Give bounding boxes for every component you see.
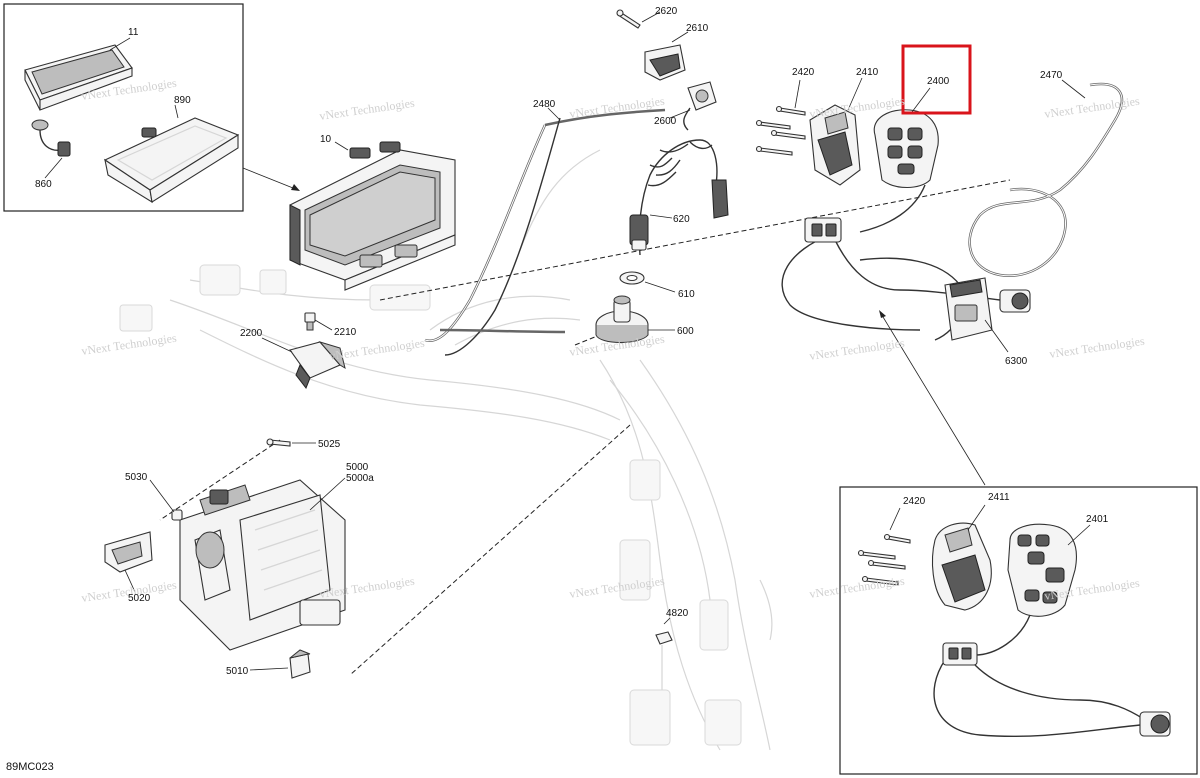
cover-890 bbox=[103, 117, 240, 204]
label-2600: 2600 bbox=[654, 116, 677, 127]
label-5010: 5010 bbox=[226, 666, 249, 677]
arrow-to-inset-2401 bbox=[879, 310, 986, 486]
bracket-2610 bbox=[644, 31, 689, 81]
part-labels: 11 890 860 10 2620 2610 2600 2480 620 61… bbox=[35, 6, 1109, 677]
watermark: vNext Technologies bbox=[80, 331, 177, 358]
watermark: vNext Technologies bbox=[568, 574, 665, 601]
highlight-box-2400 bbox=[901, 44, 972, 115]
label-2420-inset: 2420 bbox=[903, 496, 926, 507]
module-6300 bbox=[944, 277, 1009, 353]
label-2410: 2410 bbox=[856, 67, 879, 78]
label-2200: 2200 bbox=[240, 328, 263, 339]
watermark: vNext Technologies bbox=[808, 574, 905, 601]
label-4820: 4820 bbox=[666, 608, 689, 619]
inset-display-box bbox=[3, 3, 244, 212]
switch-assembly-2401 bbox=[933, 523, 1171, 738]
watermark: vNext Technologies bbox=[568, 94, 665, 121]
watermark: vNext Technologies bbox=[1043, 94, 1140, 121]
label-2400: 2400 bbox=[927, 76, 950, 87]
connector-860 bbox=[31, 119, 71, 157]
label-5030: 5030 bbox=[125, 472, 148, 483]
label-5020: 5020 bbox=[128, 593, 151, 604]
label-5000a: 5000a bbox=[346, 473, 374, 484]
washer-610 bbox=[619, 271, 676, 293]
label-890: 890 bbox=[174, 95, 191, 106]
harness-2470 bbox=[968, 79, 1124, 278]
label-860: 860 bbox=[35, 179, 52, 190]
switch-housing-2410 bbox=[809, 77, 863, 186]
switch-assembly-2400 bbox=[873, 87, 939, 189]
watermark: vNext Technologies bbox=[318, 96, 415, 123]
diagram-code: 89MC023 bbox=[6, 761, 54, 773]
screws-2420 bbox=[755, 79, 806, 156]
label-2620: 2620 bbox=[655, 6, 678, 17]
background-frame-outline bbox=[119, 149, 773, 751]
label-2470: 2470 bbox=[1040, 70, 1063, 81]
watermark: vNext Technologies bbox=[328, 336, 425, 363]
nut-2210 bbox=[304, 312, 333, 331]
coil-cord-620 bbox=[629, 139, 729, 256]
fastener-5025 bbox=[266, 438, 316, 447]
inset-switch-box bbox=[839, 486, 1198, 775]
ignition-600 bbox=[595, 295, 675, 343]
sensor-2200 bbox=[261, 337, 346, 390]
label-5025: 5025 bbox=[318, 439, 341, 450]
label-2411: 2411 bbox=[988, 492, 1010, 503]
label-11: 11 bbox=[128, 27, 139, 38]
watermark: vNext Technologies bbox=[808, 336, 905, 363]
label-2480: 2480 bbox=[533, 99, 556, 110]
fastener-2620 bbox=[616, 9, 661, 29]
watermark: vNext Technologies bbox=[1048, 334, 1145, 361]
label-610: 610 bbox=[678, 289, 695, 300]
label-620: 620 bbox=[673, 214, 690, 225]
bracket-5020 bbox=[104, 531, 153, 593]
label-6300: 6300 bbox=[1005, 356, 1028, 367]
clip-5030 bbox=[149, 479, 183, 521]
display-11 bbox=[24, 44, 133, 111]
label-2210: 2210 bbox=[334, 327, 357, 338]
nut-4820 bbox=[655, 617, 673, 690]
label-10: 10 bbox=[320, 134, 332, 145]
label-600: 600 bbox=[677, 326, 694, 337]
arrow-inset-to-10 bbox=[242, 167, 300, 191]
label-2610: 2610 bbox=[686, 23, 709, 34]
instrument-cluster-10 bbox=[289, 141, 456, 291]
label-2420-top: 2420 bbox=[792, 67, 815, 78]
connector-5010 bbox=[249, 649, 311, 679]
switch-2600 bbox=[669, 81, 717, 131]
switch-harness bbox=[781, 184, 1031, 341]
ecu-5000 bbox=[179, 477, 346, 651]
label-5000: 5000 bbox=[346, 462, 369, 473]
label-2401: 2401 bbox=[1086, 514, 1109, 525]
cable-2480 bbox=[424, 107, 666, 356]
switch-housing-2411 bbox=[931, 504, 992, 611]
screws-2420-inset bbox=[857, 507, 911, 586]
